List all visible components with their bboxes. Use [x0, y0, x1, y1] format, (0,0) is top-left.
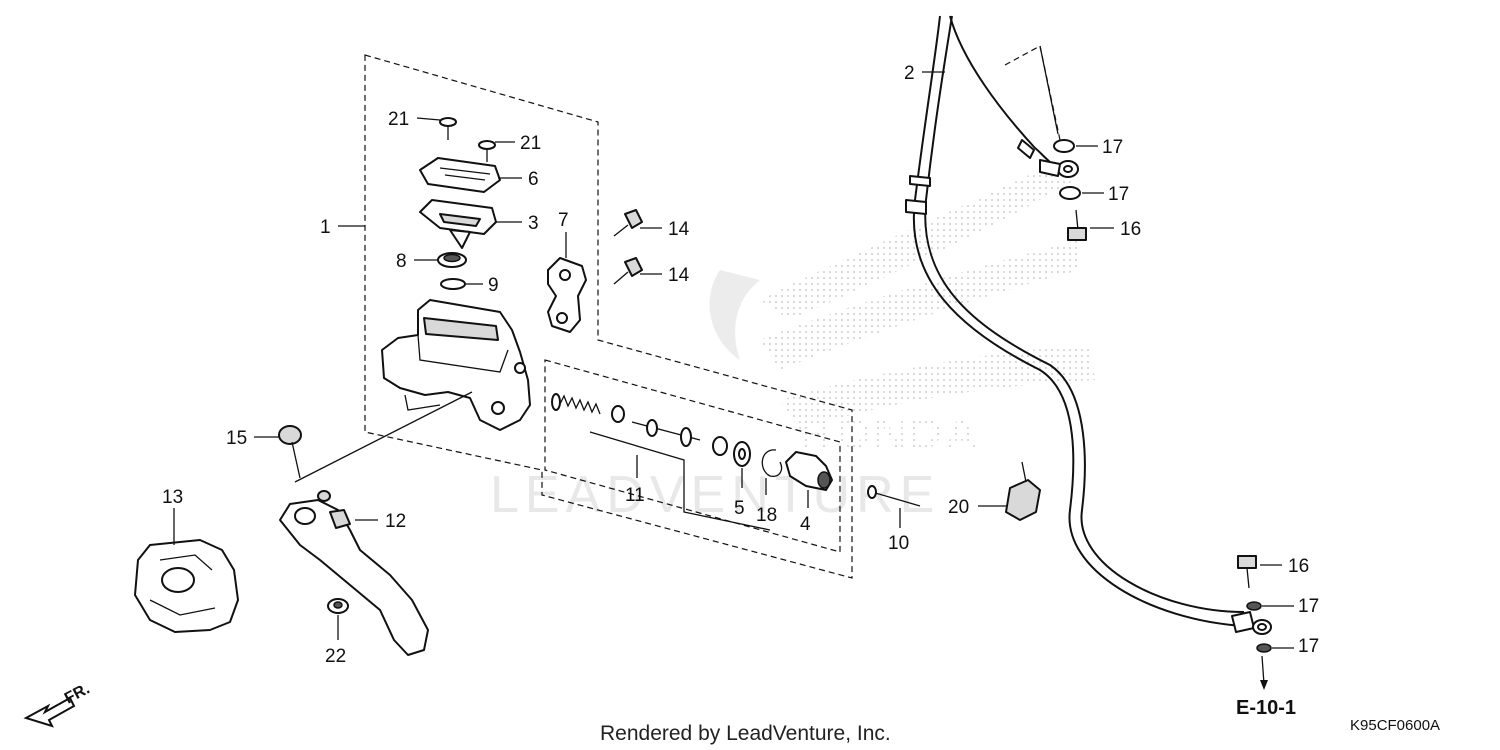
- callout-11: 11: [625, 485, 645, 506]
- seal-11: [712, 436, 728, 456]
- pivot-bolt-10: [867, 485, 921, 507]
- callout-14-a: 14: [668, 219, 690, 240]
- callout-18: 18: [756, 505, 777, 526]
- seal-8: [437, 252, 467, 268]
- banjo-fitting-bottom: [1252, 619, 1272, 635]
- master-cylinder-body: [381, 299, 531, 431]
- nut-22: [327, 598, 349, 614]
- leader-lines: [173, 45, 1294, 690]
- bolt-14-b: [613, 257, 643, 285]
- washer-5: [733, 441, 751, 467]
- callout-17-b: 17: [1108, 184, 1129, 205]
- lever-cover-13: [134, 539, 239, 633]
- svg-text:HONDA: HONDA: [800, 409, 981, 458]
- reservoir-cap-6: [419, 157, 501, 193]
- cup-11: [611, 405, 625, 423]
- assembly-1-outline: [364, 54, 853, 579]
- washer-17-c: [1246, 601, 1262, 611]
- front-direction-arrow: FR.: [23, 680, 93, 728]
- screw-21-a: [439, 117, 457, 140]
- brand-watermark-logo: HONDA: [709, 160, 1095, 458]
- callout-17-a: 17: [1102, 137, 1123, 158]
- callout-21-b: 21: [520, 133, 541, 154]
- screw-21-b: [478, 140, 496, 162]
- callout-12: 12: [385, 511, 406, 532]
- diaphragm-plate-3: [419, 199, 497, 249]
- washer-17-b: [1059, 186, 1081, 200]
- footer-credit: Rendered by LeadVenture, Inc.: [600, 722, 891, 745]
- callout-7: 7: [558, 210, 569, 231]
- callout-1: 1: [320, 217, 331, 238]
- callout-6: 6: [528, 169, 539, 190]
- callout-22: 22: [325, 646, 346, 667]
- o-ring-9: [440, 278, 466, 290]
- washer-17-a: [1053, 139, 1075, 153]
- callout-5: 5: [734, 498, 745, 519]
- assembly-11-outline: [544, 359, 841, 553]
- callout-20: 20: [948, 497, 969, 518]
- hose-clamp-20: [1005, 461, 1041, 521]
- callout-17-d: 17: [1298, 636, 1319, 657]
- lever-12: [279, 490, 429, 656]
- reference-label: E-10-1: [1236, 697, 1296, 719]
- callout-21-a: 21: [388, 109, 409, 130]
- holder-7: [547, 257, 587, 333]
- callout-9: 9: [488, 275, 499, 296]
- banjo-bolt-16-b: [1237, 555, 1257, 589]
- spring-11: [551, 393, 601, 415]
- callout-15: 15: [226, 428, 247, 449]
- bolt-14-a: [613, 209, 643, 237]
- bolt-15: [278, 425, 302, 479]
- callout-4: 4: [800, 514, 811, 535]
- callout-3: 3: [528, 213, 539, 234]
- callout-13: 13: [162, 487, 183, 508]
- banjo-bolt-16-a: [1067, 209, 1087, 241]
- callout-14-b: 14: [668, 265, 690, 286]
- boot-4: [785, 451, 833, 491]
- callout-16-b: 16: [1288, 556, 1309, 577]
- banjo-fitting-top: [1039, 159, 1079, 178]
- callout-16-a: 16: [1120, 219, 1141, 240]
- clutch-hose-2: [905, 15, 1255, 633]
- diagram-code: K95CF0600A: [1350, 717, 1440, 734]
- callout-8: 8: [396, 251, 407, 272]
- circlip-18: [761, 449, 783, 477]
- piston-11: [631, 419, 701, 447]
- callout-2: 2: [904, 63, 915, 84]
- washer-17-d: [1256, 643, 1272, 653]
- callout-17-c: 17: [1298, 596, 1319, 617]
- callout-10: 10: [888, 533, 909, 554]
